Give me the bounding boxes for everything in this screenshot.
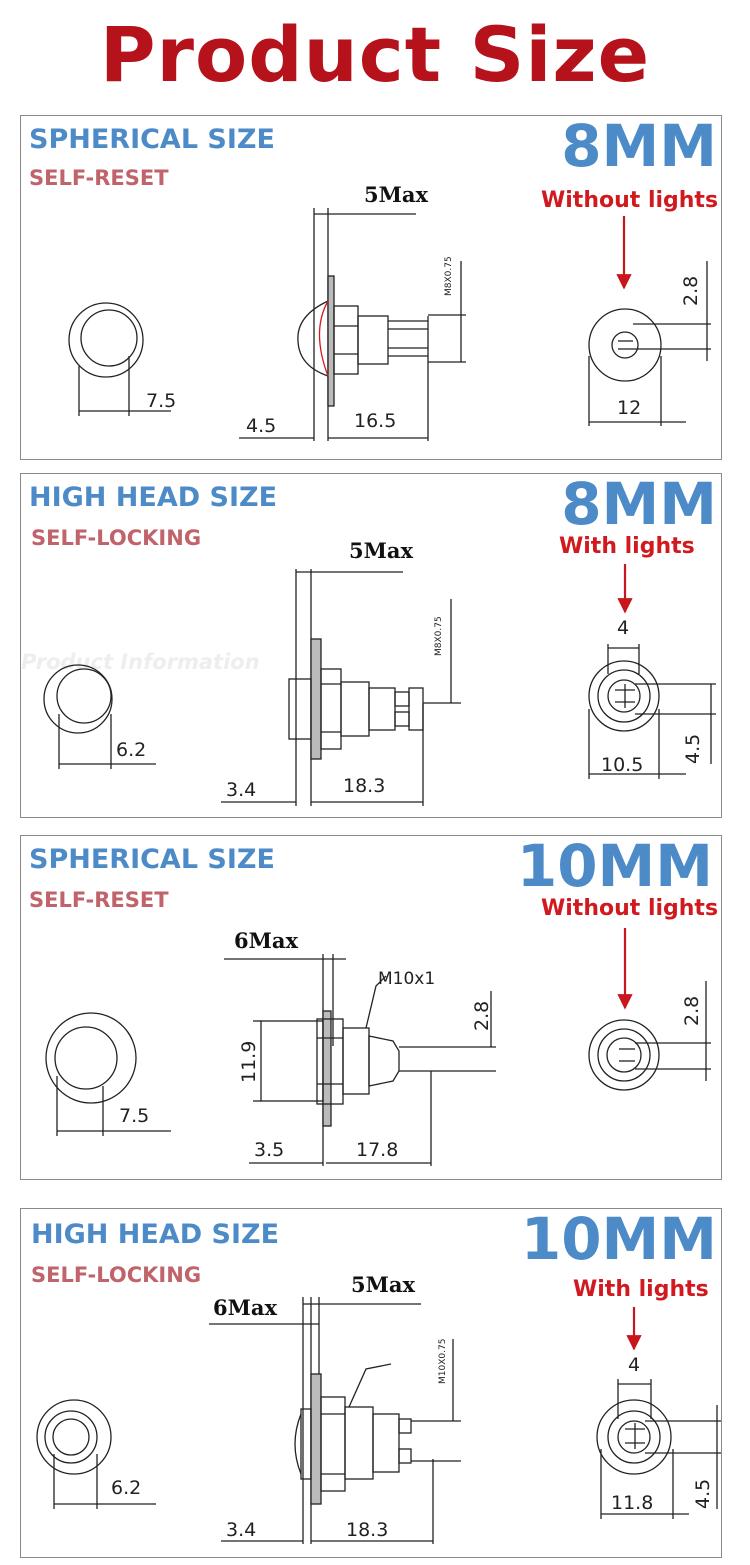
flange-dim: 3.4 — [226, 1519, 256, 1541]
max-label: 5Max — [364, 182, 428, 207]
panel-10mm-high-head: HIGH HEAD SIZE SELF-LOCKING 10MM With li… — [20, 1208, 722, 1558]
dimension-drawing: 6.2 6Max 5Max M10X0.75 3.4 18.3 4 11.8 4… — [36, 1272, 721, 1544]
diameter-label: 10MM — [520, 1208, 717, 1273]
pin-dim: 2.8 — [680, 276, 702, 306]
thread-label: M8X0.75 — [434, 616, 444, 656]
max-label: 5Max — [349, 538, 413, 563]
max5-label: 5Max — [351, 1272, 415, 1297]
size-label: SPHERICAL SIZE — [29, 844, 275, 875]
light-label: Without lights — [541, 188, 719, 213]
flange-dim: 4.5 — [246, 415, 276, 437]
front-diameter: 10.5 — [601, 754, 643, 776]
pin-dim: 2.8 — [681, 996, 703, 1026]
pin-dim: 4.5 — [682, 734, 704, 764]
panel-8mm-spherical: SPHERICAL SIZE SELF-RESET 8MM Without li… — [20, 115, 722, 460]
mode-label: SELF-RESET — [29, 888, 169, 912]
size-label: SPHERICAL SIZE — [29, 124, 275, 155]
body-dim: 17.8 — [356, 1139, 398, 1161]
head-diameter: 6.2 — [111, 1477, 141, 1499]
pin-dim: 4.5 — [692, 1479, 714, 1509]
panel-10mm-spherical: SPHERICAL SIZE SELF-RESET 10MM Without l… — [20, 835, 722, 1180]
page-title: Product Size — [99, 10, 651, 99]
diameter-label: 8MM — [561, 115, 717, 180]
thread-label: M10X0.75 — [438, 1339, 448, 1384]
max6-label: 6Max — [213, 1295, 277, 1320]
mode-label: SELF-LOCKING — [31, 1263, 202, 1287]
size-label: HIGH HEAD SIZE — [31, 1219, 280, 1250]
size-label: HIGH HEAD SIZE — [29, 482, 278, 513]
front-diameter: 11.8 — [611, 1492, 653, 1514]
light-label: Without lights — [541, 896, 719, 921]
body-dim: 18.3 — [343, 775, 385, 797]
flange-dim: 3.5 — [254, 1139, 284, 1161]
body-dim: 18.3 — [346, 1519, 388, 1541]
dimension-drawing: 7.5 5Max M8X0.75 4.5 16.5 12 2.8 — [68, 182, 711, 441]
max-label: 6Max — [234, 928, 298, 953]
dimension-drawing: 6.2 5Max M8X0.75 3.4 18.3 4 10.5 4.5 — [43, 538, 716, 806]
front-diameter: 12 — [617, 397, 641, 419]
mode-label: SELF-LOCKING — [31, 526, 202, 550]
pin-side-dim: 2.8 — [471, 1001, 493, 1031]
head-diameter: 7.5 — [146, 390, 176, 412]
top-dim: 4 — [628, 1354, 640, 1376]
light-label: With lights — [573, 1277, 709, 1302]
diameter-label: 10MM — [516, 835, 713, 900]
thread-label: M10x1 — [378, 969, 435, 989]
light-label: With lights — [559, 534, 695, 559]
panel-8mm-high-head: Product Information HIGH HEAD SIZE SELF-… — [20, 473, 722, 818]
top-dim: 4 — [617, 617, 629, 639]
body-dim: 16.5 — [354, 410, 396, 432]
dimension-drawing: 7.5 6Max M10x1 11.9 2.8 3.5 17.8 2.8 — [45, 928, 711, 1166]
head-diameter: 7.5 — [119, 1105, 149, 1127]
flange-dim: 3.4 — [226, 779, 256, 801]
height-dim: 11.9 — [238, 1041, 260, 1083]
head-diameter: 6.2 — [116, 739, 146, 761]
mode-label: SELF-RESET — [29, 166, 169, 190]
thread-label: M8X0.75 — [444, 256, 454, 296]
diameter-label: 8MM — [561, 473, 717, 538]
